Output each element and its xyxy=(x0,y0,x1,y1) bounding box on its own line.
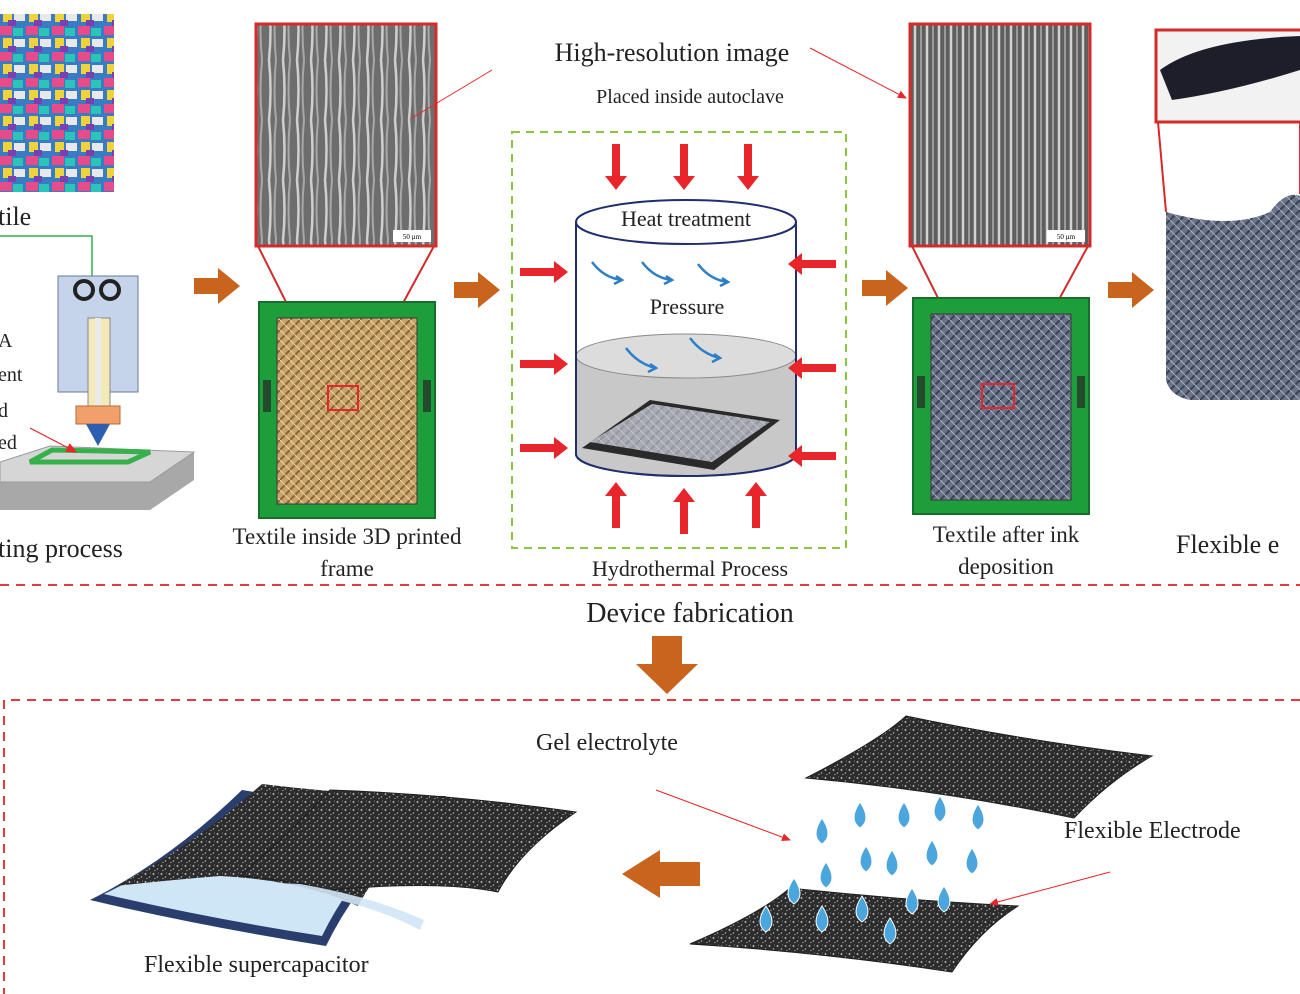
after-ink-label-1: Textile after ink xyxy=(890,522,1122,548)
after-ink-label-2: deposition xyxy=(890,554,1122,580)
pla-label-line-3: d xyxy=(0,400,8,423)
pla-label-line-2: ent xyxy=(0,364,22,387)
gel-electrolyte-label: Gel electrolyte xyxy=(536,730,678,758)
pla-label-line-4: ed xyxy=(0,432,17,455)
flow-arrow-2 xyxy=(454,272,500,308)
scale-bar-label-2: 50 µm xyxy=(1057,233,1076,241)
textile-frame-label-2: frame xyxy=(202,556,492,582)
flexible-electrode-top-label: Flexible e xyxy=(1176,530,1279,560)
device-fabrication-label: Device fabrication xyxy=(530,598,850,630)
flexible-electrode-label: Flexible Electrode xyxy=(1064,818,1241,846)
left-arrow xyxy=(622,850,700,898)
textile-frame-2 xyxy=(913,298,1089,514)
autoclave-label: Placed inside autoclave xyxy=(540,86,840,109)
printer-illustration xyxy=(0,236,194,510)
down-arrow xyxy=(636,636,698,694)
autoclave-cylinder xyxy=(576,200,796,476)
heat-treatment-label: Heat treatment xyxy=(586,206,786,231)
flexible-electrode-photo xyxy=(1156,30,1300,400)
high-resolution-label: High-resolution image xyxy=(520,38,824,68)
scale-bar-label-1: 50 µm xyxy=(403,233,422,241)
recycled-textile-label: tile xyxy=(0,202,31,232)
hydrothermal-label: Hydrothermal Process xyxy=(540,556,840,581)
pla-label-line-1: A xyxy=(0,330,12,353)
flow-arrow-1 xyxy=(194,268,240,304)
flexible-supercapacitor-label: Flexible supercapacitor xyxy=(144,952,369,980)
recycled-textile-photo xyxy=(0,14,114,192)
flow-arrow-4 xyxy=(1108,272,1154,308)
supercapacitor-illustration xyxy=(90,784,576,946)
textile-frame-label-1: Textile inside 3D printed xyxy=(202,524,492,550)
pressure-label: Pressure xyxy=(612,294,762,319)
textile-frame-1 xyxy=(259,302,435,518)
flow-arrow-3 xyxy=(862,270,908,306)
printing-process-label: ting process xyxy=(0,534,123,564)
